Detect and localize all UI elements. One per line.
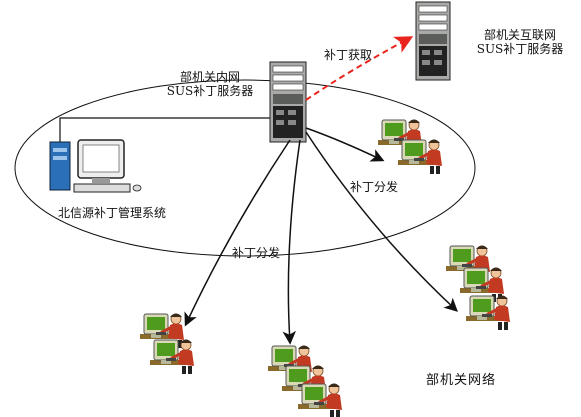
internal-server-label-line1: 部机关内网 <box>179 70 240 84</box>
network-label: 部机关网络 <box>426 373 497 388</box>
distribute-arrow-center <box>282 139 301 345</box>
internal-sus-server-icon <box>269 61 307 143</box>
external-server-label-line2: SUS补丁服务器 <box>476 42 564 56</box>
fetch-arrow-label: 补丁获取 <box>324 48 373 62</box>
distribute-arrow-upper-right <box>305 127 385 162</box>
management-pc-icon <box>49 139 142 193</box>
internal-server-label: 部机关内网 SUS补丁服务器 <box>167 70 254 98</box>
workstation-group-right <box>444 244 512 332</box>
distribute-arrow-left <box>184 139 291 327</box>
external-sus-server-icon <box>415 1 451 81</box>
external-server-label: 部机关互联网 SUS补丁服务器 <box>477 28 564 56</box>
internal-server-label-line2: SUS补丁服务器 <box>166 84 254 98</box>
internal-network-ellipse <box>14 79 476 257</box>
workstation-group-upper-right <box>376 118 444 176</box>
distribute-right-label: 补丁分发 <box>350 180 399 194</box>
external-server-label-line1: 部机关互联网 <box>483 28 556 42</box>
patch-fetch-arrow <box>305 36 414 101</box>
workstation-group-center <box>266 344 344 417</box>
management-system-label: 北信源补丁管理系统 <box>57 206 167 220</box>
distribute-arrow-right <box>305 131 458 312</box>
distribute-left-label: 补丁分发 <box>232 246 281 260</box>
